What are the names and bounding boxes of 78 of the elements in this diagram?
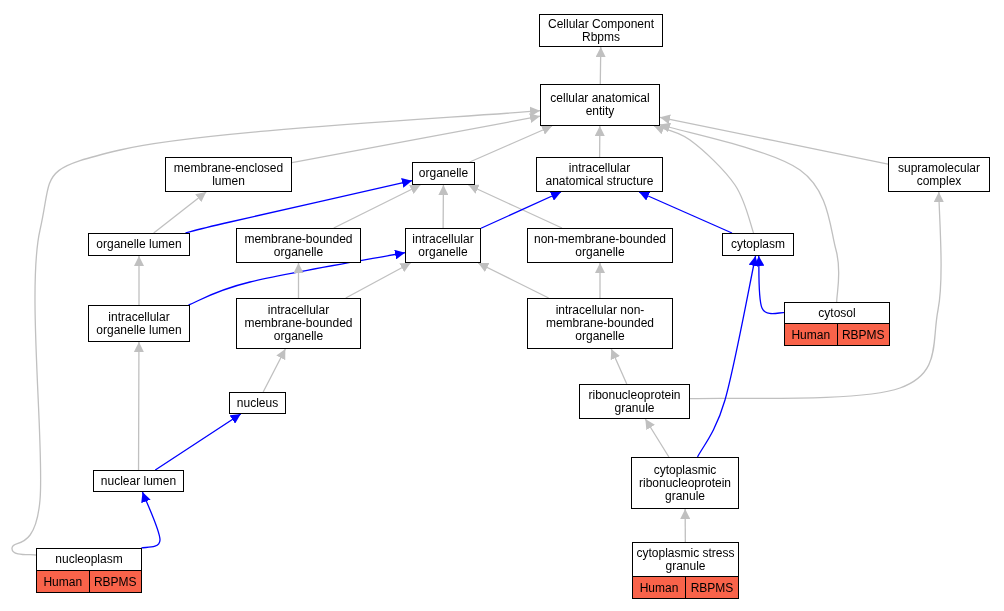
term-box [527,298,673,349]
annotation-cell: RBPMS [88,571,141,592]
term-label: cellular anatomical entity [549,92,651,118]
term-label: intracellular membrane-bounded organelle [243,304,354,343]
arrow [480,191,562,229]
arrow [638,191,733,234]
arrow [477,262,550,299]
arrow [133,341,144,471]
term-label: nucleus [236,396,279,410]
term-box [539,14,663,47]
term-label: cytoplasmic stress granule [636,546,735,573]
arrow [689,191,944,400]
term-label: supramolecular complex [896,161,981,188]
term-label: intracellular anatomical structure [544,161,655,188]
term-box [412,162,475,185]
term-box [229,392,286,414]
arrow [345,262,412,299]
annotation-cell: RBPMS [836,324,889,345]
term-box [722,233,794,256]
arrow [140,491,161,549]
term-box [632,542,739,599]
term-box [88,305,190,342]
term-box [784,302,890,346]
arrow [293,262,304,299]
term-box [36,548,142,593]
term-label: ribonucleoprotein granule [587,388,682,415]
term-label: nucleoplasm [55,553,123,566]
arrow [610,348,628,385]
arrow [134,255,144,306]
annotation-cell: RBPMS [685,577,738,598]
term-label: membrane-enclosed lumen [172,161,285,188]
term-label: intracellular organelle [411,232,475,259]
term-label: Cellular Component Rbpms [546,17,656,44]
arrow [153,191,207,234]
annotation-cell: Human [785,324,837,345]
term-box [579,384,690,419]
arrow [438,184,449,229]
term-label: cytoplasm [731,238,785,251]
arrow [594,125,605,158]
term-label: nuclear lumen [100,474,177,488]
arrow [11,106,541,556]
term-box [165,157,292,192]
term-label: intracellular organelle lumen [95,310,183,337]
annotation-cell: Human [37,571,89,592]
arrow [262,348,286,393]
term-label: cytosol [818,306,856,320]
term-box [236,228,361,263]
term-box [93,470,184,492]
arrow [291,113,541,164]
annotation-cell: Human [633,577,685,598]
arrow [659,114,889,165]
term-label: organelle lumen [96,238,182,251]
arrow [184,178,413,234]
term-label: non-membrane-bounded organelle [532,232,668,259]
term-box [88,233,190,256]
arrow [333,184,421,229]
term-label: intracellular non-membrane-bounded organelle [544,304,656,343]
arrow [467,184,563,229]
term-box [631,457,739,509]
term-box [536,157,663,192]
term-box [236,298,361,349]
term-label: organelle [418,167,469,180]
term-label: membrane-bounded organelle [243,232,354,259]
arrow [754,255,785,315]
term-box [540,84,660,126]
term-label: cytoplasmic ribonucleoprotein granule [637,463,733,503]
arrow [595,46,606,85]
term-box [888,157,990,192]
arrow [154,413,242,471]
arrow [187,249,406,306]
arrow [469,125,553,163]
arrow [696,255,759,458]
arrow [659,122,840,303]
arrow [595,262,605,299]
term-box [405,228,481,263]
arrow [653,124,755,234]
arrow [644,418,670,458]
arrow [680,508,691,543]
